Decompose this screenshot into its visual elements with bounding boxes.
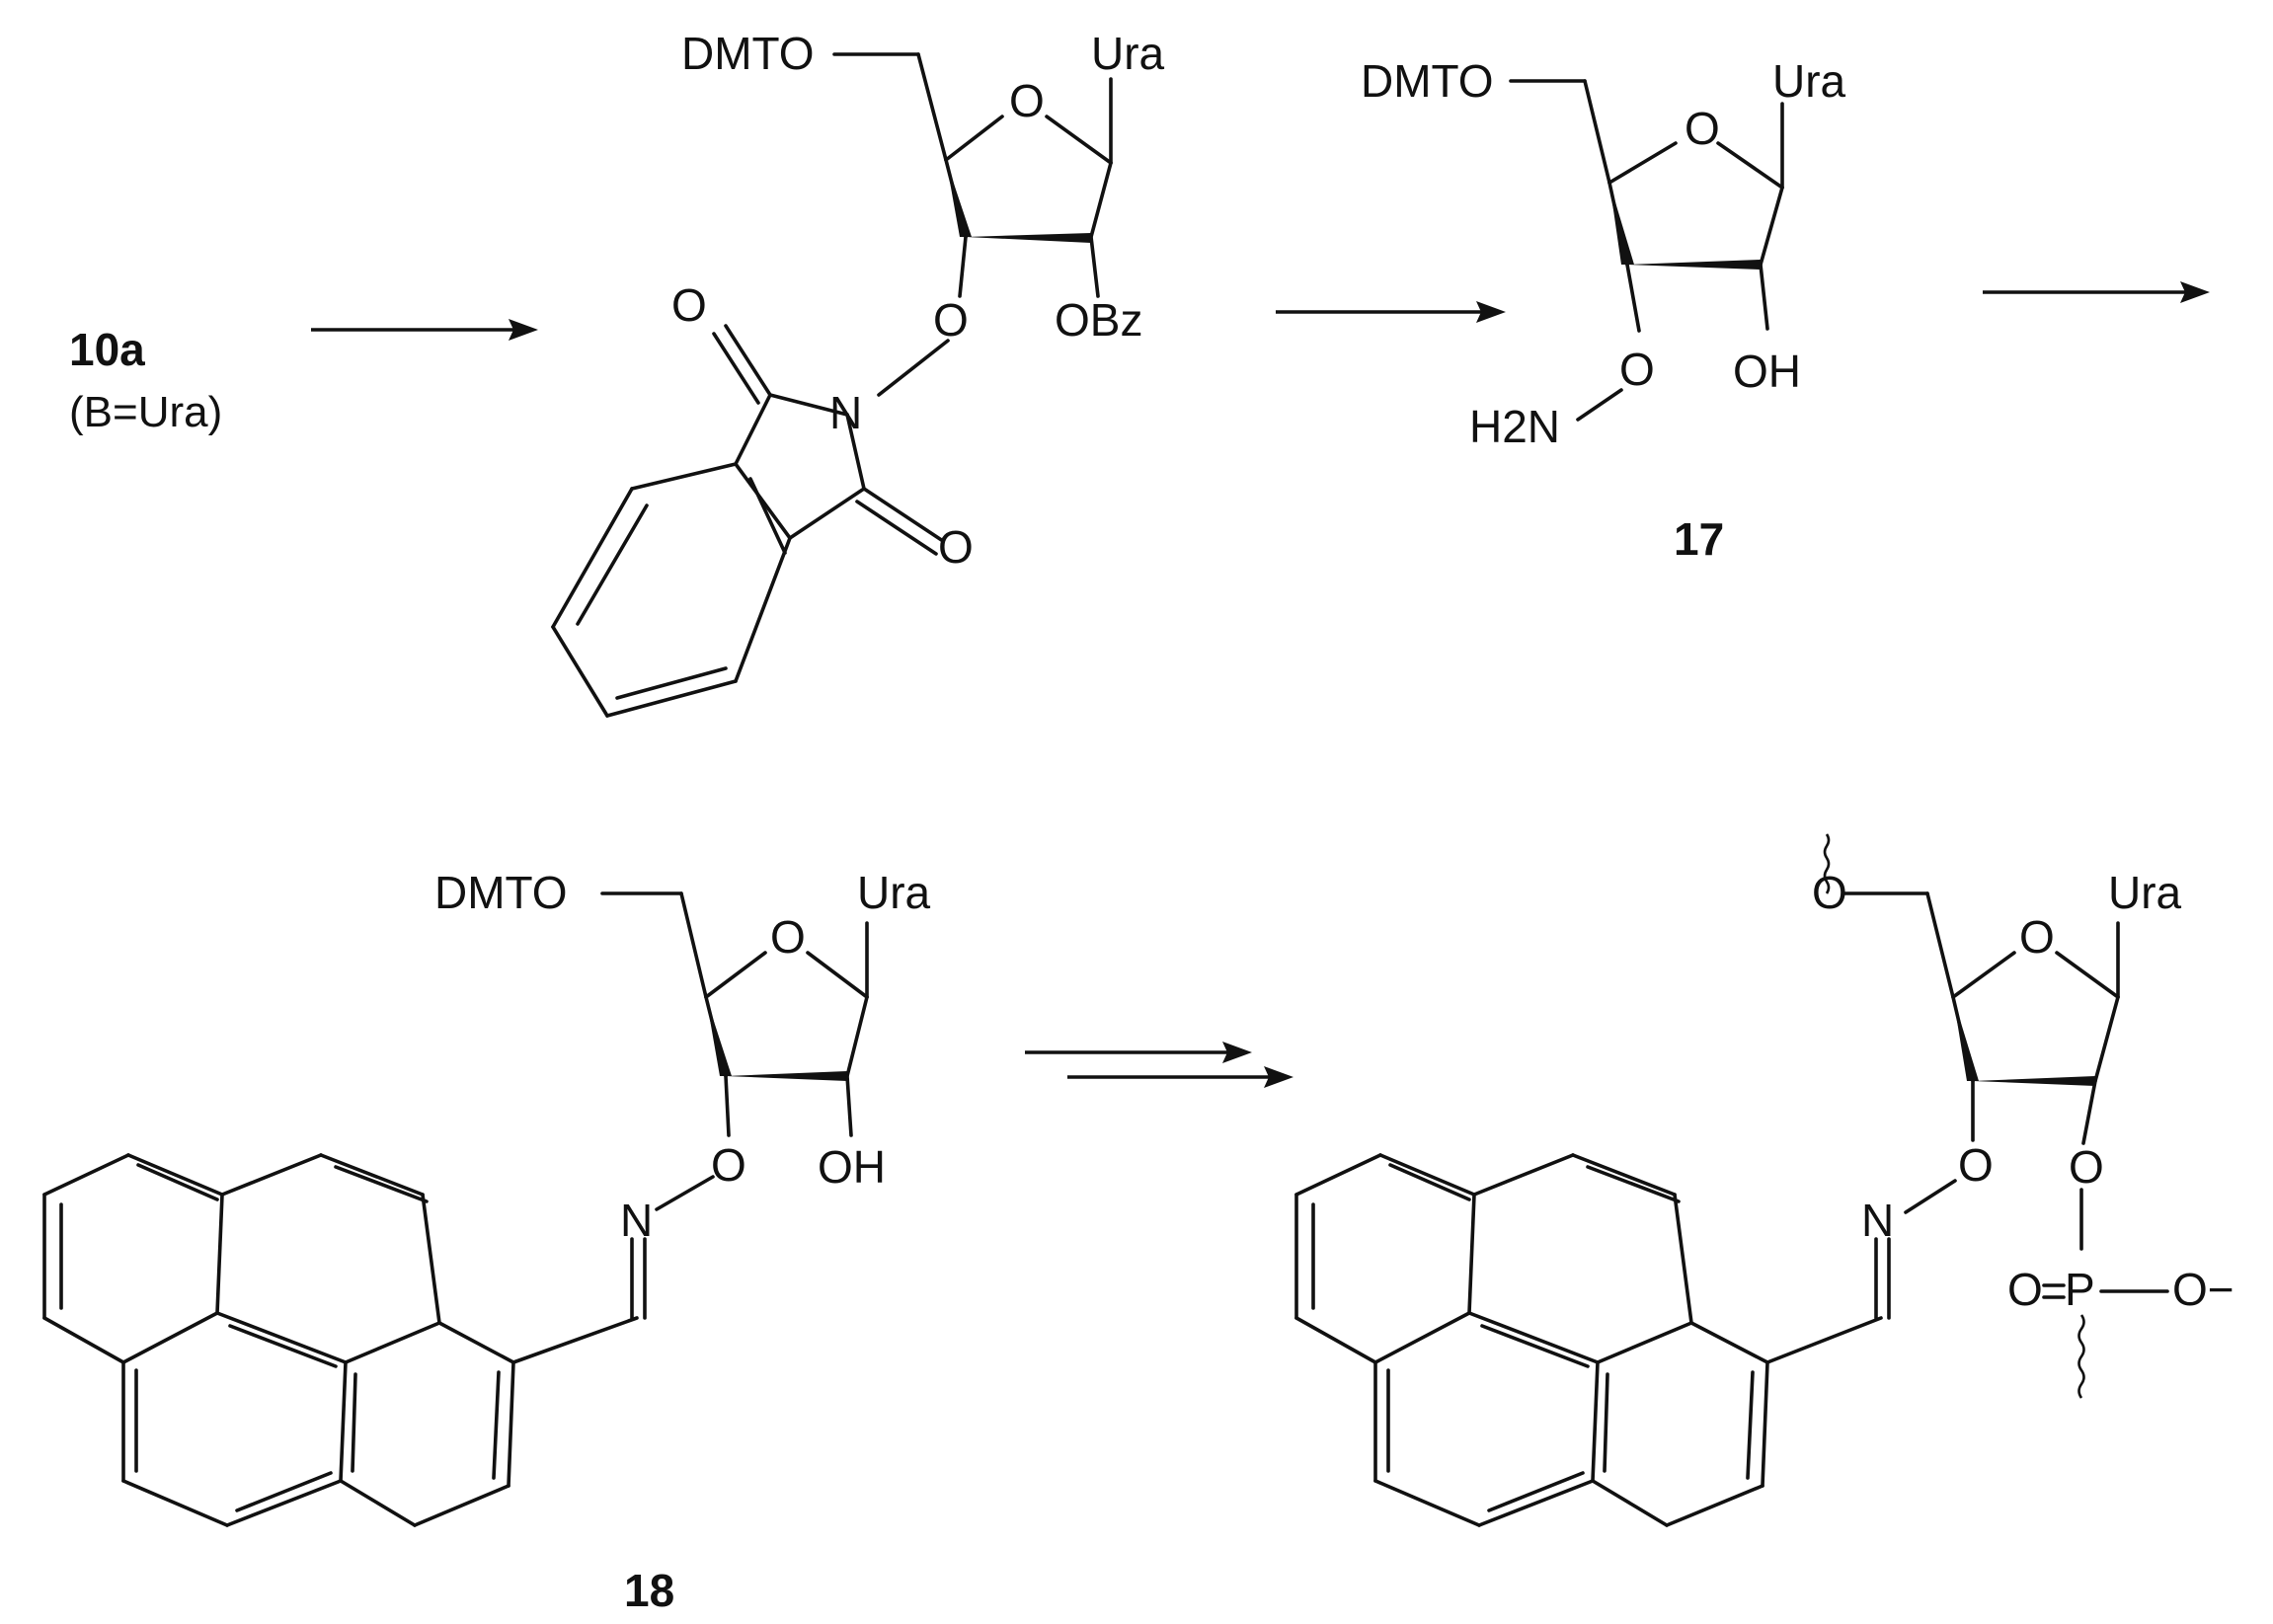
compound-17: DMTO Ura O O OH H2N 17: [1361, 55, 1846, 565]
phosphorus-label: P: [2065, 1264, 2095, 1315]
reaction-arrow-1: [311, 319, 538, 341]
five-prime-oxygen-label: O: [1812, 867, 1847, 918]
oh-label: OH: [1733, 346, 1801, 397]
ura-label: Ura: [1772, 55, 1846, 107]
h2n-label: H2N: [1469, 401, 1560, 452]
phosphate-ester-oxygen-label: O: [2069, 1141, 2104, 1193]
oh-label: OH: [818, 1141, 886, 1193]
ring-oxygen-label: O: [770, 911, 806, 963]
compound-label-17: 17: [1674, 513, 1724, 565]
oxime-oxygen-label: O: [711, 1139, 746, 1191]
carbonyl-oxygen-label: O: [671, 279, 707, 331]
imide-nitrogen-label: N: [829, 387, 862, 438]
compound-label-18: 18: [624, 1565, 674, 1616]
dmto-label: DMTO: [1361, 55, 1494, 107]
obz-label: OBz: [1055, 294, 1142, 346]
dmto-label: DMTO: [434, 867, 568, 918]
phosphoryl-oxygen-label: O: [2007, 1264, 2043, 1315]
compound-label-10a: 10a: [69, 324, 145, 375]
starting-material-10a: 10a (B=Ura): [69, 324, 222, 436]
reaction-arrow-double: [1025, 1042, 1293, 1088]
phthalimide-intermediate: DMTO Ura O OBz O N O O: [551, 28, 1165, 718]
ring-oxygen-label: O: [2019, 911, 2055, 963]
oxime-nitrogen-label: N: [1861, 1195, 1894, 1246]
ring-oxygen-label: O: [1009, 75, 1045, 126]
oxime-oxygen-label: O: [1958, 1139, 1994, 1191]
ura-label: Ura: [2108, 867, 2182, 918]
dmto-label: DMTO: [681, 28, 815, 79]
oxime-nitrogen-label: N: [620, 1195, 653, 1246]
n-oxy-oxygen-label: O: [933, 294, 969, 346]
oligonucleotide-fragment: O Ura O O O N O P O−: [1294, 833, 2234, 1527]
reaction-arrow-2: [1276, 301, 1506, 323]
ura-label: Ura: [857, 867, 931, 918]
compound-sublabel-10a: (B=Ura): [69, 388, 222, 436]
oxyamine-oxygen-label: O: [1619, 344, 1655, 395]
ring-oxygen-label: O: [1685, 103, 1720, 154]
carbonyl-oxygen-label: O: [938, 521, 974, 573]
anionic-oxygen-label: O−: [2172, 1264, 2234, 1315]
compound-18: DMTO Ura O O OH N 18: [42, 867, 931, 1616]
ura-label: Ura: [1091, 28, 1165, 79]
reaction-arrow-3: [1983, 281, 2210, 303]
